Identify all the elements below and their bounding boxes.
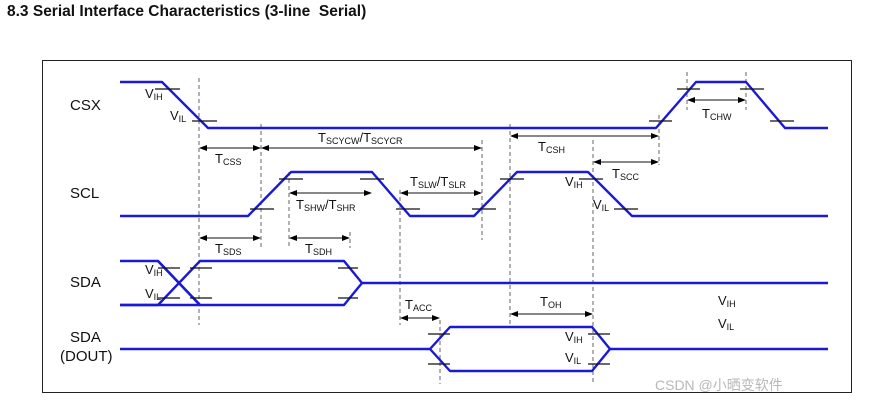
vil-label: VIL <box>565 350 581 366</box>
vil-label: VIL <box>145 286 161 302</box>
waveforms <box>120 80 828 373</box>
vil-label: VIL <box>593 197 609 213</box>
tsds-label: TSDS <box>215 241 241 257</box>
timing-labels: TCSS TSCYCW/TSCYCR TCSH TCHW TSHW/TSHR T… <box>215 106 732 313</box>
tsdh-label: TSDH <box>305 241 332 257</box>
vih-label: VIH <box>565 329 583 345</box>
vil-label: VIL <box>170 108 186 124</box>
toh-label: TOH <box>540 294 561 310</box>
vih-label: VIH <box>718 293 736 309</box>
vil-label: VIL <box>718 316 734 332</box>
threshold-ticks <box>155 88 794 365</box>
scl-label: SCL <box>70 185 99 202</box>
watermark-text: CSDN @小晒变软件 <box>655 377 783 393</box>
tscyc-label: TSCYCW/TSCYCR <box>318 130 403 146</box>
sda-dout-waveform <box>120 325 612 373</box>
sda-label: SDA <box>70 274 101 291</box>
level-labels: VIH VIL VIH VIL VIH VIL VIH VIL VIH VIL <box>145 86 736 366</box>
scl-waveform <box>120 170 828 218</box>
tchw-label: TCHW <box>702 106 732 122</box>
tcsh-label: TCSH <box>538 139 565 155</box>
sda-dout-label-line2: (DOUT) <box>60 348 113 365</box>
vih-label: VIH <box>145 86 163 102</box>
vih-label: VIH <box>565 174 583 190</box>
tshw-tshr-label: TSHW/TSHR <box>296 197 356 213</box>
sda-dout-label-line1: SDA <box>70 329 101 346</box>
vih-label: VIH <box>145 262 163 278</box>
csx-label: CSX <box>70 97 101 114</box>
reference-lines <box>198 72 747 384</box>
csx-waveform <box>120 80 828 130</box>
tcss-label: TCSS <box>215 151 241 167</box>
tacc-label: TACC <box>405 297 432 313</box>
section-title: 8.3 Serial Interface Characteristics (3-… <box>7 3 367 20</box>
tslw-tslr-label: TSLW/TSLR <box>410 174 466 190</box>
diagram-frame <box>42 60 852 393</box>
timing-arrows <box>199 97 746 321</box>
tscc-label: TSCC <box>612 166 639 182</box>
